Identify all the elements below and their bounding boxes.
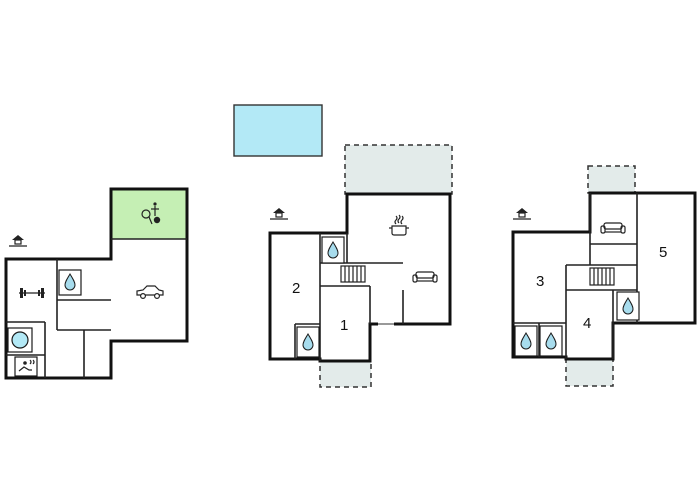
bathroom-icon	[616, 291, 640, 321]
room-number: 4	[583, 315, 591, 332]
pool	[233, 104, 323, 157]
sofa-icon	[600, 222, 626, 234]
terrace-top	[344, 144, 453, 195]
sofa-icon	[412, 271, 438, 283]
bathroom-icon	[514, 325, 538, 357]
garden-play-icon	[141, 202, 161, 225]
plan-first-floor: 3 4 5	[511, 165, 697, 387]
dumbbell-icon	[19, 288, 45, 298]
outer-wall	[4, 187, 189, 380]
terrace-bottom	[565, 358, 614, 387]
plan-basement	[4, 187, 189, 380]
bathroom-icon	[296, 326, 320, 358]
bathroom-icon	[539, 325, 563, 357]
room-number: 3	[536, 273, 544, 290]
entrance-icon	[270, 208, 288, 220]
entrance-icon	[9, 235, 27, 247]
stairs-icon	[589, 267, 615, 286]
bathroom-icon	[321, 236, 345, 264]
room-number: 2	[292, 280, 300, 297]
stairs-icon	[340, 265, 366, 283]
room-number: 5	[659, 244, 667, 261]
terrace-bottom	[319, 360, 372, 388]
entrance-icon	[513, 208, 531, 220]
plan-ground-floor: 2 1	[268, 144, 453, 388]
garden-area	[111, 189, 186, 239]
bathroom-icon	[58, 269, 82, 296]
car-icon	[136, 285, 164, 300]
cooking-pot-icon	[389, 214, 409, 236]
whirlpool-icon	[7, 327, 33, 353]
sauna-icon	[14, 356, 38, 377]
terrace-top	[587, 165, 636, 194]
room-number: 1	[340, 317, 348, 334]
